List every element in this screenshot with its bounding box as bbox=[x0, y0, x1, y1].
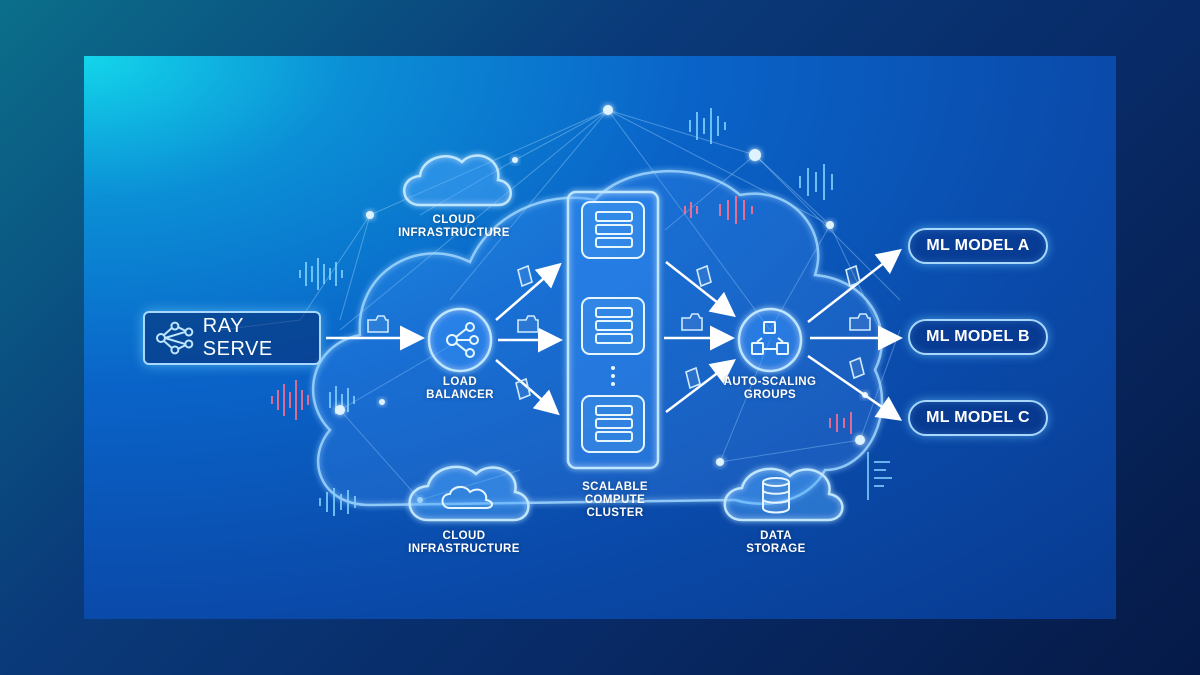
share-nodes-icon bbox=[427, 307, 493, 373]
diagram-canvas bbox=[219, 105, 903, 522]
ml-model-a-pill[interactable]: ML MODEL A bbox=[908, 228, 1048, 264]
document-icons bbox=[367, 264, 871, 401]
ml-model-c-pill[interactable]: ML MODEL C bbox=[908, 400, 1048, 436]
ml-model-b-label: ML MODEL B bbox=[926, 328, 1030, 345]
cloud-icon bbox=[403, 154, 512, 207]
flow-arrows bbox=[326, 248, 903, 421]
ml-model-a-label: ML MODEL A bbox=[926, 237, 1030, 254]
cloud-infra-top-label: CLOUD INFRASTRUCTURE bbox=[398, 214, 510, 239]
server-rack-icon bbox=[566, 190, 660, 470]
auto-scaling-label: AUTO-SCALING GROUPS bbox=[723, 376, 817, 401]
ray-serve-box[interactable]: RAY SERVE bbox=[143, 311, 321, 365]
ml-model-b-pill[interactable]: ML MODEL B bbox=[908, 319, 1048, 355]
database-icon bbox=[723, 467, 844, 522]
cloud-infra-bottom-label: CLOUD INFRASTRUCTURE bbox=[408, 530, 520, 555]
cubes-icon bbox=[737, 307, 803, 373]
ray-serve-label: RAY SERVE bbox=[202, 315, 273, 360]
cloud-icon-bottom bbox=[408, 465, 530, 522]
ml-model-c-label: ML MODEL C bbox=[926, 409, 1030, 426]
ray-logo-icon bbox=[155, 321, 194, 355]
load-balancer-label: LOAD BALANCER bbox=[426, 376, 494, 401]
compute-cluster-label: SCALABLE COMPUTE CLUSTER bbox=[582, 481, 648, 519]
diagram-frame: RAY SERVE CLOUD INFRASTRUCTURE LOAD BALA… bbox=[84, 56, 1116, 619]
waveform-decorations bbox=[271, 108, 892, 516]
data-storage-label: DATA STORAGE bbox=[746, 530, 806, 555]
